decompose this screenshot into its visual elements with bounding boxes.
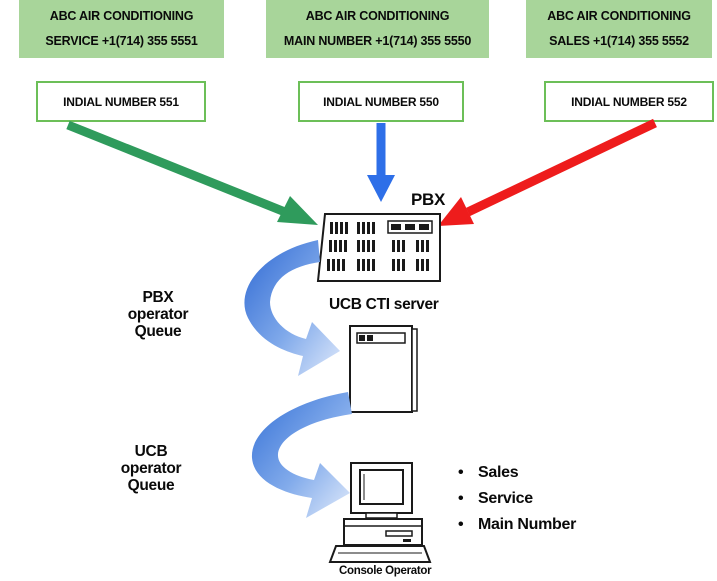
pbx-icon (316, 213, 441, 282)
bullet-sales: Sales (478, 464, 519, 481)
arrow-552 (438, 118, 657, 226)
console-operator-label: Console Operator (339, 565, 432, 577)
indial-551-box: INDIAL NUMBER 551 (36, 81, 206, 122)
header-service: ABC AIR CONDITIONING SERVICE +1(714) 355… (19, 0, 224, 58)
cti-server-icon (349, 325, 418, 413)
bullet-icon: • (458, 490, 464, 507)
ucb-queue-label-line2: operator Queue (120, 460, 182, 494)
header-main-line1: ABC AIR CONDITIONING (305, 9, 450, 23)
arrow-550 (367, 123, 395, 202)
indial-550-box: INDIAL NUMBER 550 (298, 81, 464, 122)
cti-server-label: UCB CTI server (329, 296, 439, 313)
list-item: • Main Number (458, 515, 576, 541)
pbx-queue-arrow (244, 240, 340, 376)
pbx-queue-label-line1: PBX (142, 289, 174, 306)
list-item: • Service (458, 489, 576, 515)
header-service-line2: SERVICE +1(714) 355 5551 (45, 34, 198, 48)
indial-550-label: INDIAL NUMBER 550 (323, 94, 439, 109)
pbx-queue-label-line2: operator Queue (127, 306, 189, 340)
header-main-line2: MAIN NUMBER +1(714) 355 5550 (283, 34, 472, 48)
call-type-list: • Sales • Service • Main Number (458, 463, 576, 541)
ucb-queue-arrow (251, 392, 352, 518)
indial-551-label: INDIAL NUMBER 551 (63, 94, 179, 109)
pbx-label: PBX (411, 190, 446, 209)
arrow-551 (66, 120, 318, 225)
bullet-icon: • (458, 464, 464, 481)
header-service-line1: ABC AIR CONDITIONING (49, 9, 194, 23)
header-sales: ABC AIR CONDITIONING SALES +1(714) 355 5… (526, 0, 712, 58)
bullet-icon: • (458, 516, 464, 533)
pbx-queue-label: PBX operator Queue (103, 289, 213, 340)
list-item: • Sales (458, 463, 576, 489)
header-main-number: ABC AIR CONDITIONING MAIN NUMBER +1(714)… (266, 0, 489, 58)
ucb-queue-label: UCB operator Queue (96, 443, 206, 494)
indial-552-label: INDIAL NUMBER 552 (571, 94, 687, 109)
console-computer-icon (328, 462, 432, 563)
bullet-service: Service (478, 490, 533, 507)
header-sales-line1: ABC AIR CONDITIONING (547, 9, 691, 23)
header-sales-line2: SALES +1(714) 355 5552 (549, 34, 689, 48)
indial-552-box: INDIAL NUMBER 552 (544, 81, 714, 122)
bullet-main-number: Main Number (478, 516, 577, 533)
ucb-queue-label-line1: UCB (134, 443, 168, 460)
